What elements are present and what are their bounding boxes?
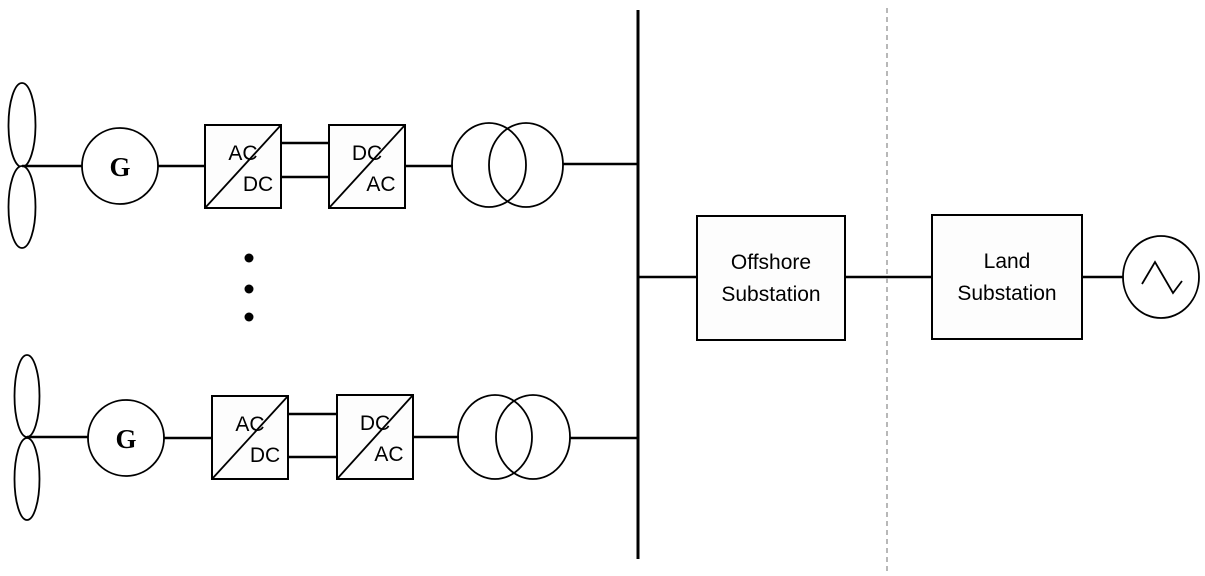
blade-upper (7, 82, 37, 168)
generator-label: G (109, 152, 130, 182)
rectifier-bottom-label: DC (250, 444, 280, 467)
converter-diagonal (328, 124, 406, 209)
wind-turbine-branch-bottom: G AC DC DC AC (13, 354, 639, 521)
offshore-substation-rect (696, 215, 846, 341)
offshore-substation-box: Offshore Substation (696, 215, 846, 341)
transformer-icon (451, 122, 564, 208)
rectifier-top-label: AC (235, 413, 264, 436)
ac-dc-converter: AC DC (204, 124, 282, 209)
transformer-winding-left (457, 394, 533, 480)
wind-turbine-blades-icon (13, 354, 41, 521)
ac-dc-converter: AC DC (211, 395, 289, 480)
converter-diagonal (211, 395, 289, 480)
ellipsis-dot (244, 253, 254, 263)
blade-upper (13, 354, 41, 438)
generator-icon: G (87, 399, 165, 477)
blade-lower (13, 437, 41, 521)
generator-label: G (115, 424, 136, 454)
ellipsis-dot (244, 312, 254, 322)
offshore-substation-label-line1: Offshore (731, 251, 811, 274)
transformer-icon (457, 394, 571, 480)
inverter-top-label: DC (360, 412, 390, 435)
land-substation-box: Land Substation (931, 214, 1083, 340)
inverter-bottom-label: AC (366, 173, 395, 196)
wind-turbine-branch-top: G AC DC DC AC (7, 82, 639, 249)
land-substation-rect (931, 214, 1083, 340)
transformer-winding-left (451, 122, 527, 208)
transformer-winding-right (495, 394, 571, 480)
dc-ac-converter: DC AC (328, 124, 406, 209)
converter-diagonal (336, 394, 414, 480)
grid-circle (1122, 235, 1200, 319)
ellipsis-dots (244, 253, 254, 322)
inverter-top-label: DC (352, 142, 382, 165)
grid-zigzag-wave (1141, 260, 1183, 295)
ac-grid-icon (1122, 235, 1200, 319)
inverter-bottom-label: AC (374, 443, 403, 466)
land-substation-label-line1: Land (984, 250, 1031, 273)
offshore-substation-label-line2: Substation (721, 283, 820, 306)
converter-diagonal (204, 124, 282, 209)
ellipsis-dot (244, 284, 254, 294)
dc-ac-converter: DC AC (336, 394, 414, 480)
blade-lower (7, 165, 37, 249)
rectifier-top-label: AC (228, 142, 257, 165)
rectifier-bottom-label: DC (243, 173, 273, 196)
generator-icon: G (81, 127, 159, 205)
land-substation-label-line2: Substation (957, 282, 1056, 305)
